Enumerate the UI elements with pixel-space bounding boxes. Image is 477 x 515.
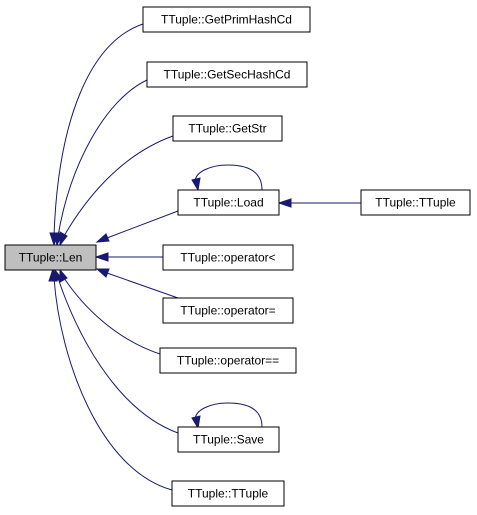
arrowhead-operatoreq (95, 268, 110, 278)
node-save[interactable]: TTuple::Save (177, 426, 280, 453)
edge-operatoreq-to-len (106, 272, 179, 299)
edge-getstr-to-len (63, 135, 174, 237)
node-getprimhashcd-label: TTuple::GetPrimHashCd (161, 13, 292, 27)
arrowhead-load-self (191, 177, 201, 192)
node-operatoreqeq[interactable]: TTuple::operator== (159, 347, 297, 374)
edge-operatoreqeq-to-len (63, 277, 164, 356)
node-operatoreqeq-label: TTuple::operator== (177, 354, 279, 368)
node-getsechashcd-label: TTuple::GetSecHashCd (164, 68, 291, 82)
node-operatoreq-label: TTuple::operator= (180, 304, 275, 318)
arrowhead-load (95, 233, 110, 243)
edge-save-to-len (57, 277, 179, 434)
edges (48, 23, 361, 491)
node-ttuple-right[interactable]: TTuple::TTuple (360, 189, 471, 216)
arrowhead-getstr (59, 231, 68, 247)
node-ttuple-bottom[interactable]: TTuple::TTuple (171, 480, 285, 507)
edge-getsechashcd-to-len (57, 79, 148, 237)
node-len[interactable]: TTuple::Len (4, 244, 97, 271)
arrowhead-ttuple (48, 267, 58, 282)
node-operatoreq[interactable]: TTuple::operator= (162, 297, 294, 324)
node-load[interactable]: TTuple::Load (177, 189, 280, 216)
node-len-label: TTuple::Len (19, 251, 83, 265)
arrowhead-save-self (191, 415, 201, 430)
nodes: TTuple::Len TTuple::GetPrimHashCd TTuple… (4, 6, 471, 507)
arrowhead-ttuple-right (277, 198, 292, 208)
edge-save-self-loop (194, 402, 263, 428)
node-load-label: TTuple::Load (193, 196, 263, 210)
node-ttuple-right-label: TTuple::TTuple (375, 196, 456, 210)
edge-load-to-len (106, 210, 179, 239)
edge-load-self-loop (194, 164, 263, 191)
node-operatorlt-label: TTuple::operator< (180, 251, 275, 265)
node-getprimhashcd[interactable]: TTuple::GetPrimHashCd (142, 6, 311, 33)
node-operatorlt[interactable]: TTuple::operator< (162, 244, 294, 271)
arrowhead-operatorlt (94, 252, 109, 262)
node-getstr-label: TTuple::GetStr (188, 122, 266, 136)
node-save-label: TTuple::Save (193, 433, 264, 447)
edge-ttuple-to-len (53, 277, 173, 491)
edge-getprimhashcd-to-len (53, 23, 144, 237)
node-ttuple-bottom-label: TTuple::TTuple (188, 487, 269, 501)
node-getstr[interactable]: TTuple::GetStr (172, 115, 283, 142)
node-getsechashcd[interactable]: TTuple::GetSecHashCd (146, 61, 308, 88)
